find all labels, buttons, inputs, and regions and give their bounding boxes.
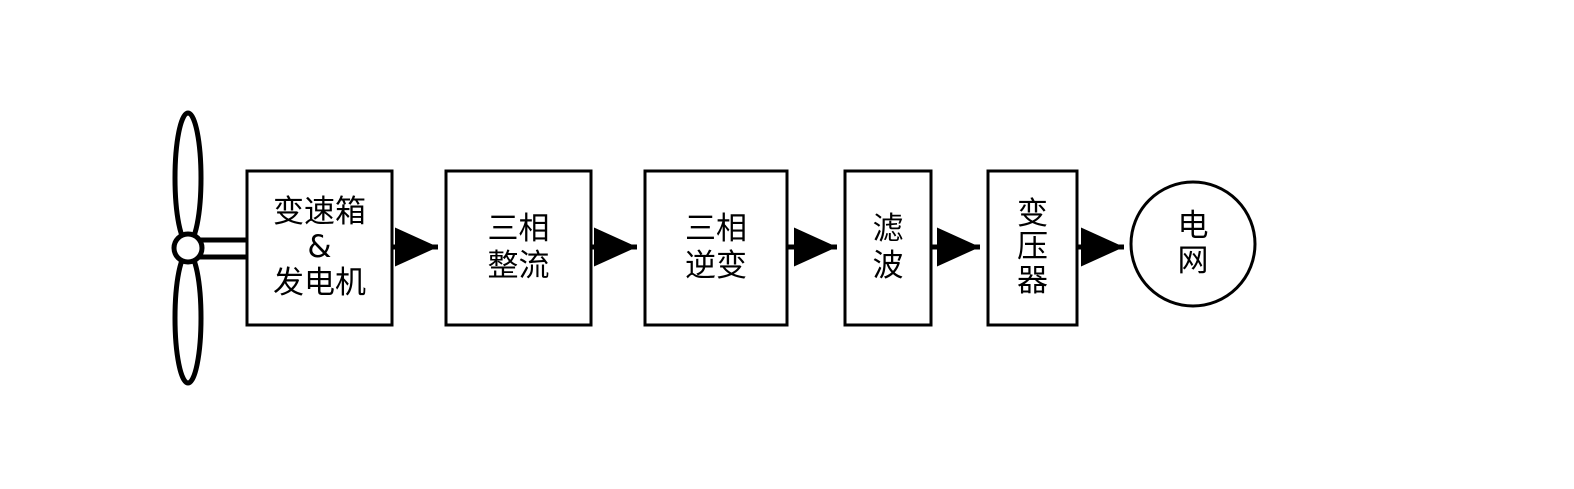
turbine-blade-upper bbox=[172, 110, 204, 246]
block-three-phase-rectifier[interactable] bbox=[444, 169, 593, 327]
block-transformer[interactable] bbox=[986, 169, 1079, 327]
block-power-grid[interactable] bbox=[1129, 180, 1257, 308]
block-filter[interactable] bbox=[843, 169, 933, 327]
block-gearbox-generator[interactable] bbox=[245, 169, 394, 327]
turbine-hub bbox=[171, 231, 205, 265]
block-three-phase-inverter[interactable] bbox=[643, 169, 789, 327]
wind-turbine-icon bbox=[171, 110, 251, 386]
turbine-blade-lower bbox=[172, 250, 204, 386]
